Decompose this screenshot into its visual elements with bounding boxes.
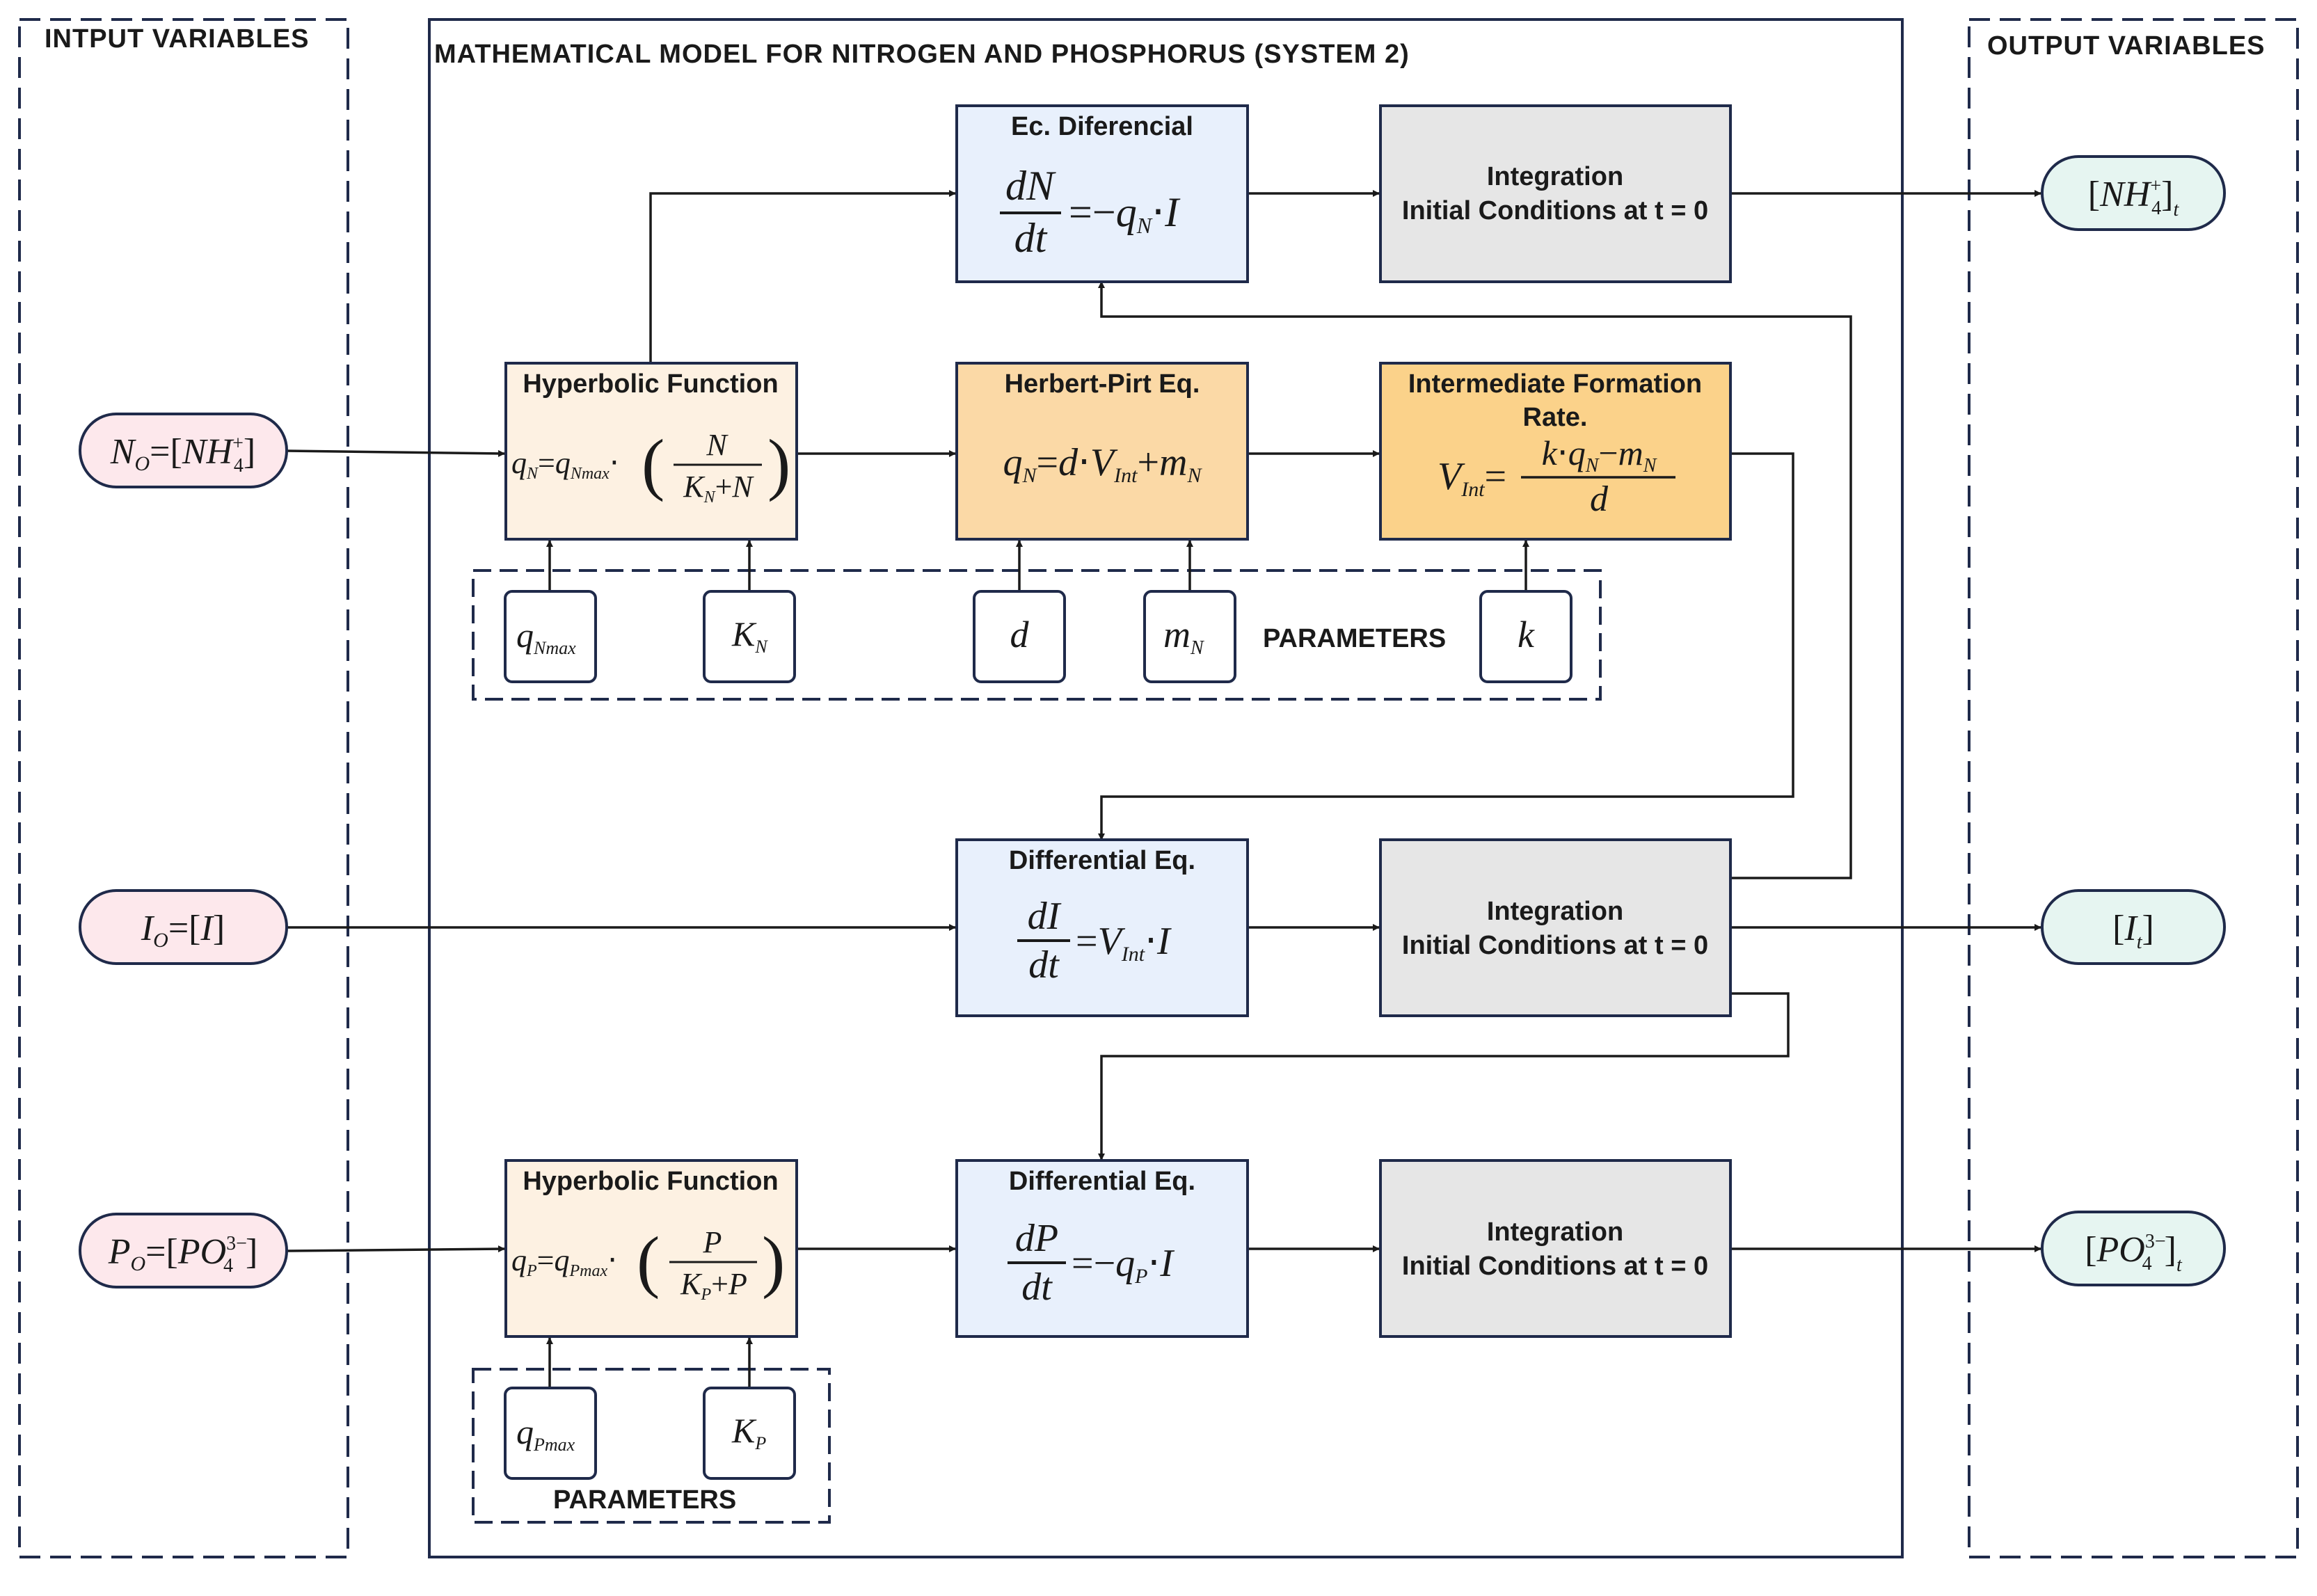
svg-text:KP+P: KP+P <box>680 1267 747 1304</box>
param-kn: KN <box>703 590 796 683</box>
svg-text:N: N <box>706 428 728 462</box>
intermediate-rate-line1: Intermediate Formation <box>1408 369 1702 399</box>
param-mn: mN <box>1143 590 1236 683</box>
svg-text:IO=[I]: IO=[I] <box>141 909 225 952</box>
parameters-label-p: PARAMETERS <box>553 1485 736 1515</box>
svg-text:mN: mN <box>1163 614 1204 659</box>
output-nh4: [NH+4]t <box>2041 155 2226 231</box>
output-variables-panel <box>1968 18 2299 1558</box>
svg-text:d: d <box>1010 614 1030 655</box>
hyperbolic-n-title: Hyperbolic Function <box>523 369 778 399</box>
svg-text:dt: dt <box>1021 1266 1053 1309</box>
svg-text:qPmax: qPmax <box>516 1412 575 1455</box>
param-kp: KP <box>703 1387 796 1480</box>
input-i0: IO=[I] <box>79 889 288 965</box>
svg-text:=VInt·I: =VInt·I <box>1076 918 1172 966</box>
svg-text:dP: dP <box>1015 1217 1058 1260</box>
differential-i-title: Differential Eq. <box>1009 846 1195 875</box>
svg-text:k·qN−mN: k·qN−mN <box>1542 433 1657 477</box>
intermediate-formation-rate-block: Intermediate Formation Rate. VInt= k·qN−… <box>1379 362 1732 541</box>
svg-text:[It]: [It] <box>2112 909 2154 953</box>
integration-block-top: Integration Initial Conditions at t = 0 <box>1379 104 1732 283</box>
integration-top-line2: Initial Conditions at t = 0 <box>1402 196 1708 225</box>
ec-diferencial-title: Ec. Diferencial <box>1011 112 1193 141</box>
param-qnmax: qNmax <box>504 590 597 683</box>
differential-i-block: Differential Eq. dI dt =VInt·I <box>955 838 1249 1017</box>
svg-text:qNmax: qNmax <box>516 616 576 658</box>
svg-text:[PO3−4]t: [PO3−4]t <box>2085 1230 2183 1276</box>
svg-text:qP=qPmax·: qP=qPmax· <box>511 1243 617 1280</box>
herbert-pirt-title: Herbert-Pirt Eq. <box>1005 369 1200 399</box>
integration-top-line1: Integration <box>1487 162 1623 191</box>
integration-block-mid: Integration Initial Conditions at t = 0 <box>1379 838 1732 1017</box>
param-k: k <box>1479 590 1572 683</box>
input-p0: PO=[PO3−4] <box>79 1213 288 1288</box>
herbert-pirt-block: Herbert-Pirt Eq. qN=d·VInt+mN <box>955 362 1249 541</box>
svg-text:KN+N: KN+N <box>683 470 754 506</box>
svg-text:(: ( <box>642 425 664 502</box>
integration-bot-line2: Initial Conditions at t = 0 <box>1402 1252 1708 1281</box>
svg-text:qN=d·VInt+mN: qN=d·VInt+mN <box>1003 440 1202 487</box>
input-variables-panel <box>18 18 349 1558</box>
svg-text:(: ( <box>637 1222 660 1300</box>
integration-bot-line1: Integration <box>1487 1218 1623 1247</box>
param-qpmax: qPmax <box>504 1387 597 1480</box>
svg-text:): ) <box>767 425 790 502</box>
differential-p-block: Differential Eq. dP dt =−qP·I <box>955 1159 1249 1338</box>
input-n0: NO=[NH+4] <box>79 413 288 488</box>
hyperbolic-function-n-block: Hyperbolic Function qN=qNmax· ( N KN+N ) <box>504 362 798 541</box>
svg-text:dt: dt <box>1014 215 1048 261</box>
svg-text:dI: dI <box>1028 895 1062 938</box>
svg-text:P: P <box>703 1225 722 1259</box>
parameters-label-n: PARAMETERS <box>1263 624 1446 653</box>
connectors <box>286 190 2041 1388</box>
hyperbolic-function-p-block: Hyperbolic Function qP=qPmax· ( P KP+P ) <box>504 1159 798 1338</box>
integration-block-bottom: Integration Initial Conditions at t = 0 <box>1379 1159 1732 1338</box>
intermediate-rate-line2: Rate. <box>1523 403 1588 432</box>
svg-text:KP: KP <box>731 1411 766 1453</box>
model-title: MATHEMATICAL MODEL FOR NITROGEN AND PHOS… <box>434 40 1410 69</box>
svg-text:NO=[NH+4]: NO=[NH+4] <box>110 432 255 477</box>
svg-text:PO=[PO3−4]: PO=[PO3−4] <box>108 1232 258 1277</box>
svg-text:KN: KN <box>731 614 768 657</box>
svg-text:qN=qNmax·: qN=qNmax· <box>511 445 619 483</box>
ec-diferencial-block: Ec. Diferencial dN dt =−qN·I <box>955 104 1249 283</box>
parameters-group-n <box>472 569 1602 701</box>
output-i: [It] <box>2041 889 2226 965</box>
svg-text:d: d <box>1590 479 1609 519</box>
svg-text:dN: dN <box>1005 163 1056 209</box>
integration-mid-line1: Integration <box>1487 897 1623 926</box>
svg-text:=−qN·I: =−qN·I <box>1069 188 1181 238</box>
svg-text:k: k <box>1518 614 1535 655</box>
model-panel <box>428 18 1904 1558</box>
svg-text:): ) <box>762 1222 785 1300</box>
hyperbolic-p-title: Hyperbolic Function <box>523 1167 778 1196</box>
svg-text:=−qP·I: =−qP·I <box>1072 1240 1175 1288</box>
input-variables-title: INTPUT VARIABLES <box>45 24 310 54</box>
svg-text:dt: dt <box>1028 943 1060 987</box>
integration-mid-line2: Initial Conditions at t = 0 <box>1402 931 1708 960</box>
parameters-group-p <box>472 1368 831 1524</box>
svg-text:VInt=: VInt= <box>1438 455 1506 501</box>
output-variables-title: OUTPUT VARIABLES <box>1987 31 2266 61</box>
svg-text:[NH+4]t: [NH+4]t <box>2088 175 2180 221</box>
differential-p-title: Differential Eq. <box>1009 1167 1195 1196</box>
param-d: d <box>973 590 1066 683</box>
output-po4: [PO3−4]t <box>2041 1211 2226 1286</box>
